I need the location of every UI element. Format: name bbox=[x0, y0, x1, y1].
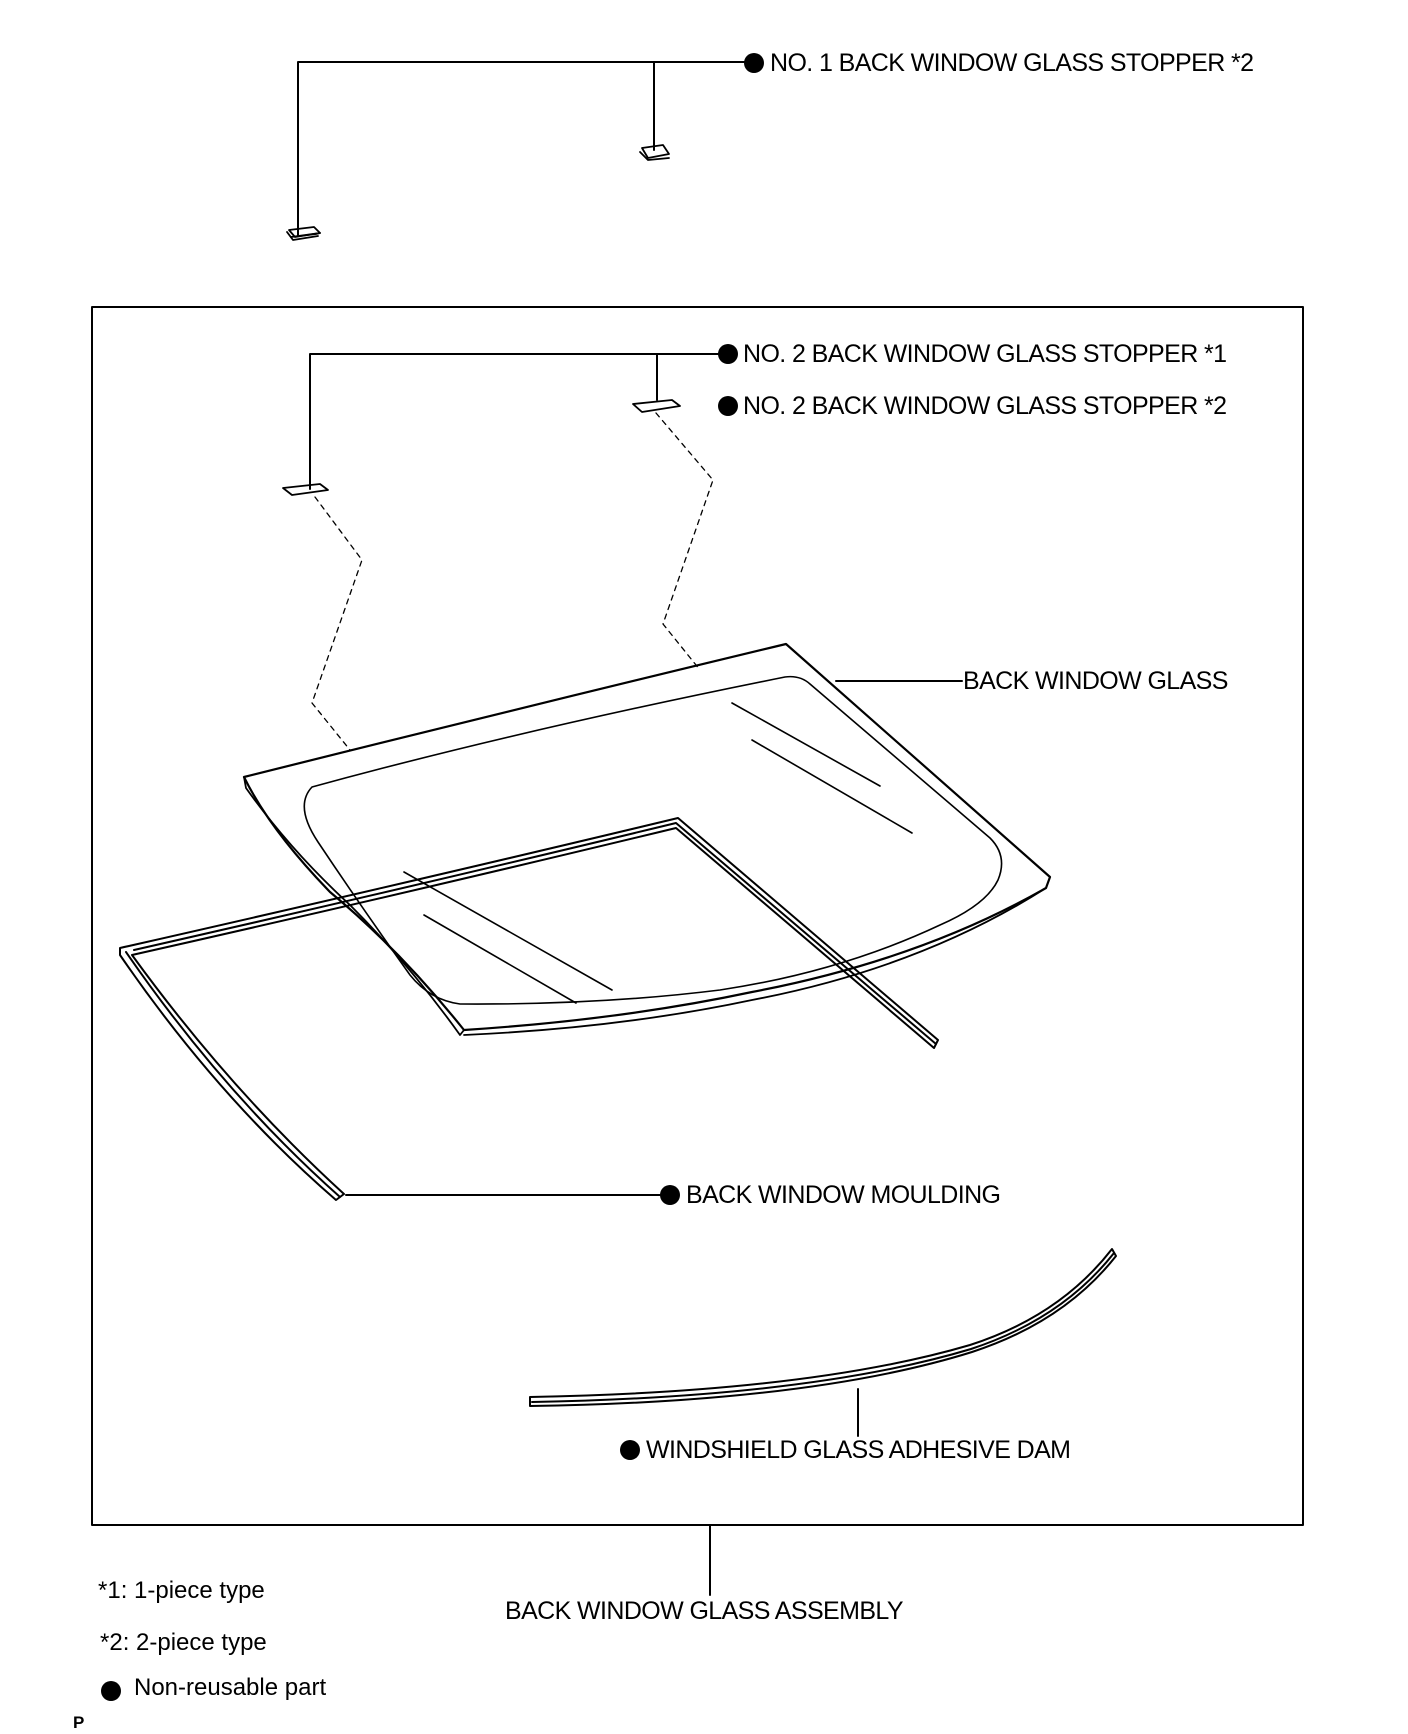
non-reusable-marker bbox=[744, 53, 764, 73]
adhesive-dam-part bbox=[529, 1248, 1117, 1407]
stopper-no1-part bbox=[288, 144, 670, 238]
label-back-window-glass-assembly: BACK WINDOW GLASS ASSEMBLY bbox=[505, 1597, 904, 1625]
non-reusable-marker bbox=[718, 396, 738, 416]
installation-guide-lines bbox=[311, 412, 714, 751]
back-window-glass-part bbox=[242, 642, 1052, 1036]
label-no1-stopper-2piece: NO. 1 BACK WINDOW GLASS STOPPER *2 bbox=[770, 49, 1254, 77]
non-reusable-marker bbox=[718, 344, 738, 364]
label-no2-stopper-1piece: NO. 2 BACK WINDOW GLASS STOPPER *1 bbox=[743, 340, 1227, 368]
label-back-window-moulding: BACK WINDOW MOULDING bbox=[686, 1181, 1001, 1209]
legend-note-1piece: *1: 1-piece type bbox=[98, 1577, 265, 1604]
back-window-moulding-part bbox=[119, 817, 939, 1201]
non-reusable-marker bbox=[620, 1440, 640, 1460]
legend-non-reusable-text: Non-reusable part bbox=[134, 1674, 327, 1701]
legend-non-reusable-marker bbox=[101, 1681, 121, 1701]
non-reusable-marker bbox=[660, 1185, 680, 1205]
label-no2-stopper-2piece: NO. 2 BACK WINDOW GLASS STOPPER *2 bbox=[743, 392, 1227, 420]
label-back-window-glass: BACK WINDOW GLASS bbox=[963, 667, 1228, 695]
stopper-no1-part bbox=[286, 231, 319, 241]
legend-note-2piece: *2: 2-piece type bbox=[100, 1629, 267, 1656]
stopper-no1-leader bbox=[297, 61, 747, 237]
stopper-no2-part bbox=[282, 399, 681, 496]
corner-code: P bbox=[73, 1713, 85, 1732]
assembly-frame bbox=[91, 306, 1304, 1526]
stopper-no2-leader bbox=[309, 353, 721, 490]
label-adhesive-dam: WINDSHIELD GLASS ADHESIVE DAM bbox=[646, 1436, 1071, 1464]
